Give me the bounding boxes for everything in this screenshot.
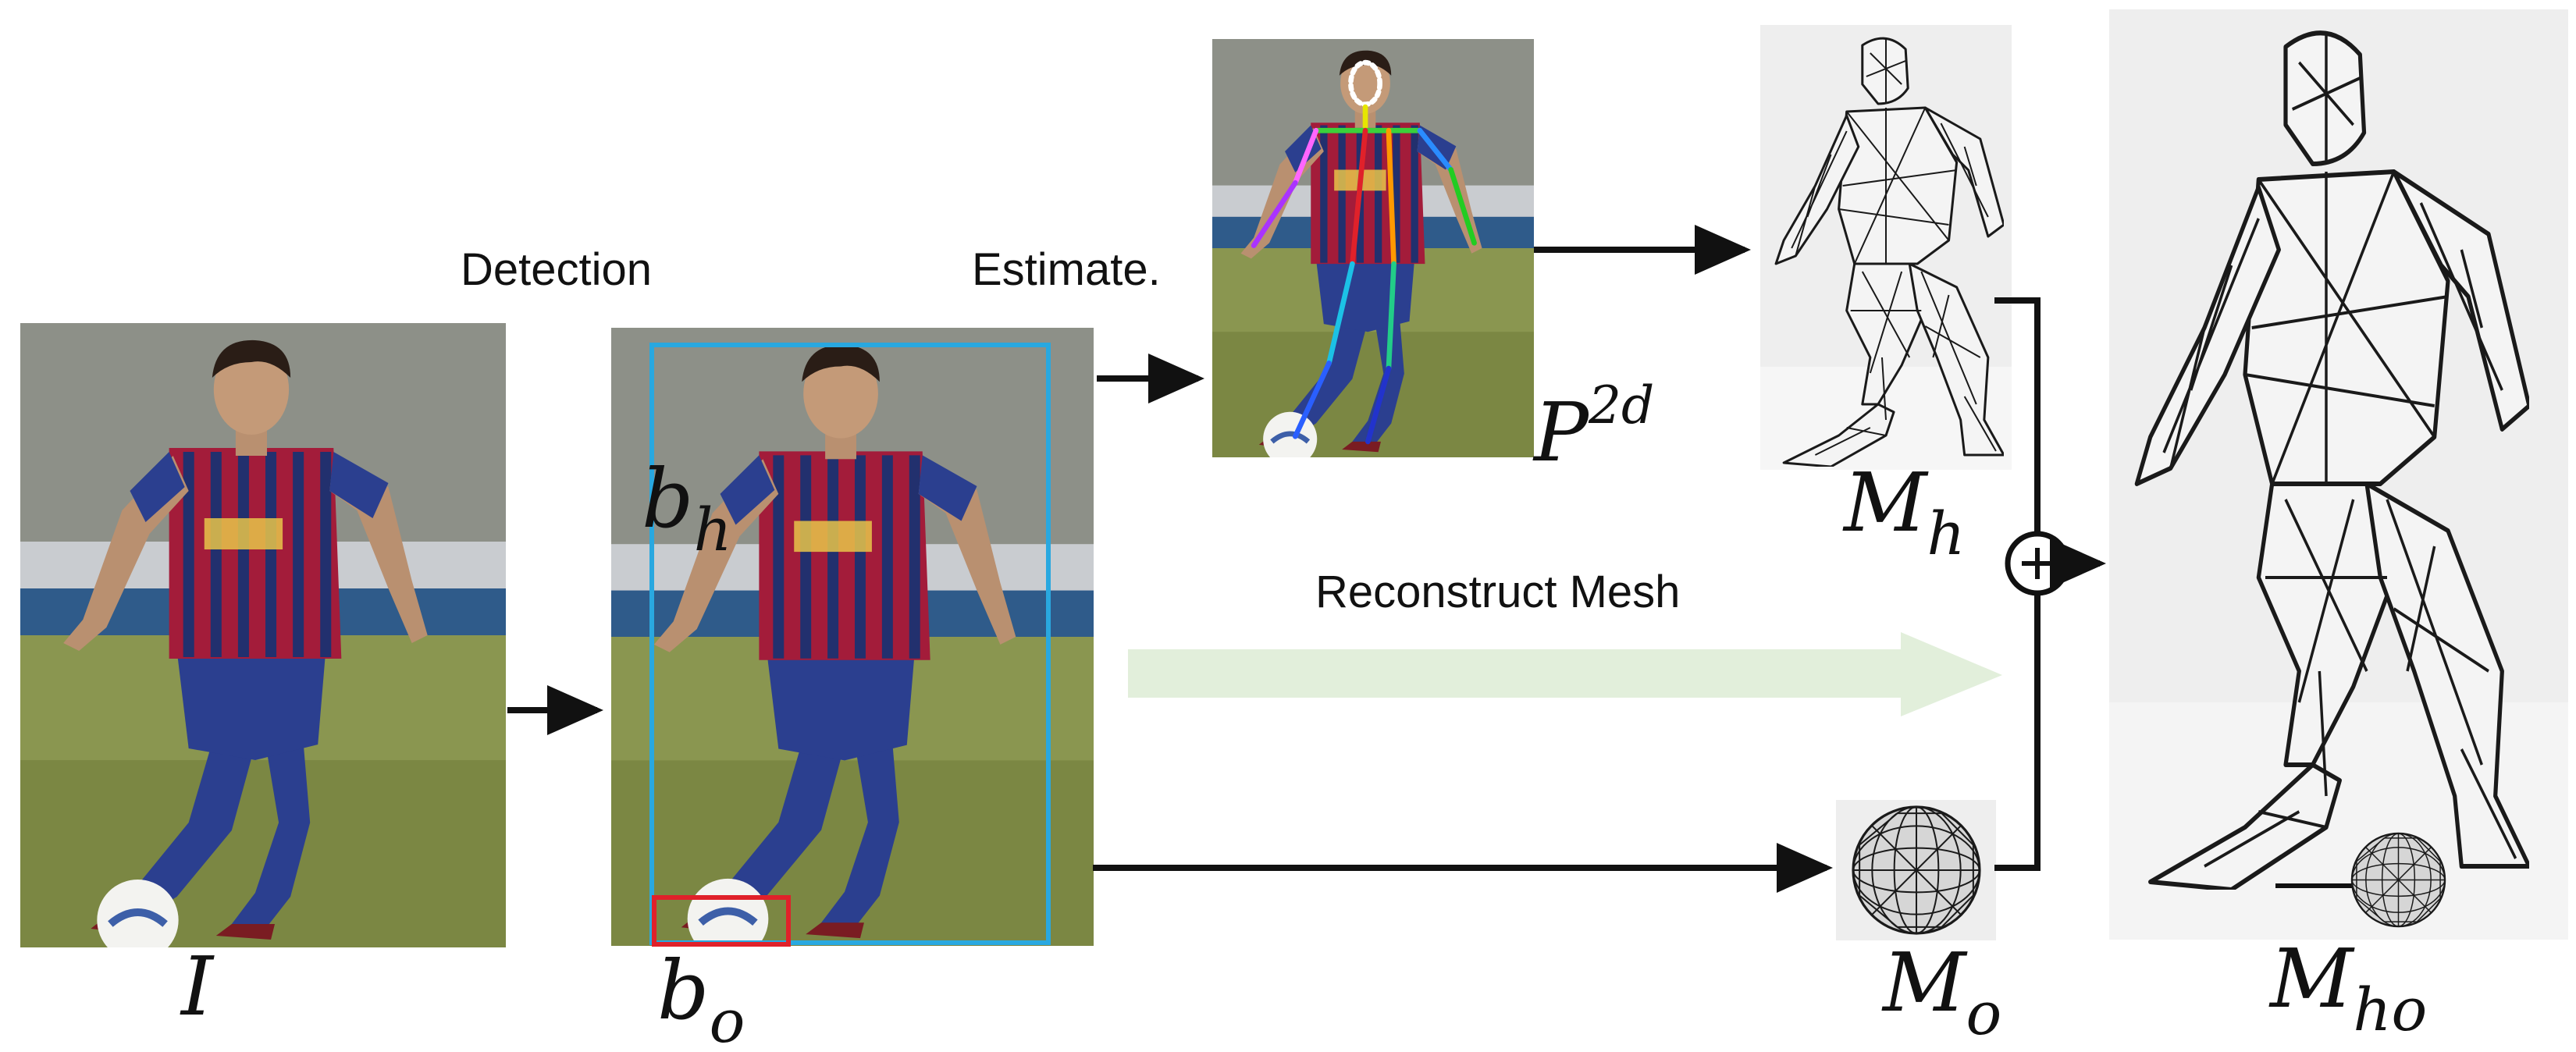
detection-label: Detection: [461, 244, 652, 295]
combined-mesh-symbol: Mho: [2268, 931, 2427, 1044]
pose-2d-symbol: P2d: [1532, 375, 1654, 480]
pose-skeleton-overlay: [1212, 39, 1534, 466]
soccer-player-photo: [20, 323, 506, 961]
pose-panel: [1212, 39, 1534, 466]
plus-circle-icon: [2008, 534, 2067, 593]
detection-panel: bh: [611, 328, 1094, 959]
object-mesh-panel: [1836, 800, 1996, 940]
ball-wireframe-mesh: [2352, 833, 2445, 926]
reconstruct-label: Reconstruct Mesh: [1315, 567, 1680, 617]
object-box-symbol: bo: [657, 943, 745, 1052]
ball-wireframe-mesh: [1853, 807, 1980, 933]
input-image-symbol: I: [180, 939, 215, 1034]
estimate-label: Estimate.: [972, 244, 1161, 295]
human-mesh-panel: [1760, 25, 2012, 470]
input-image-panel: [20, 323, 506, 961]
soccer-player-photo: [611, 328, 1094, 959]
object-mesh-symbol: Mo: [1881, 935, 2001, 1048]
reconstruct-arrow: [1128, 632, 2002, 716]
human-mesh-symbol: Mh: [1842, 455, 1965, 568]
combined-mesh-panel: [2109, 9, 2568, 940]
